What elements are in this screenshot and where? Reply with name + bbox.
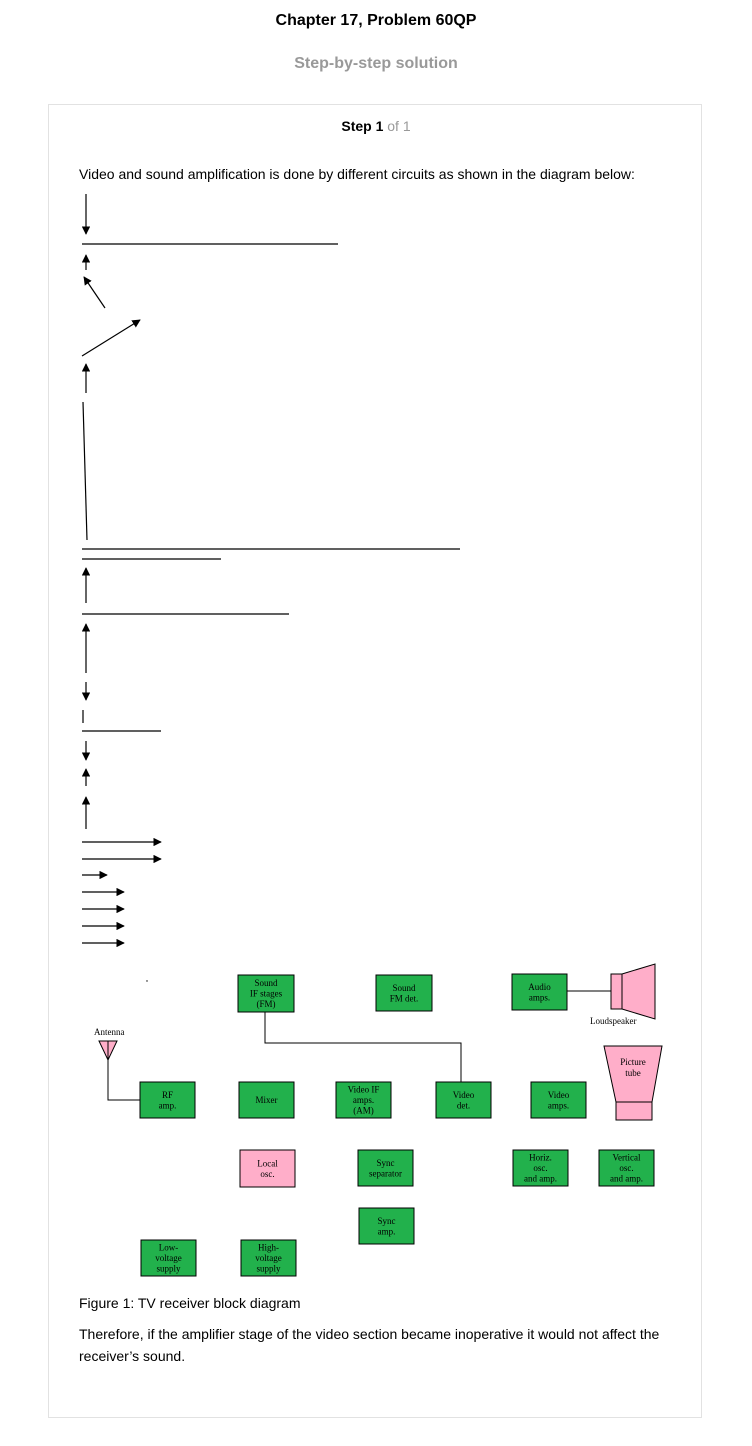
block-label: voltage xyxy=(255,1253,282,1263)
antenna-icon xyxy=(98,1040,118,1062)
block-label: amps. xyxy=(548,1100,569,1110)
block-label: Mixer xyxy=(256,1095,278,1105)
page-title: Chapter 17, Problem 60QP xyxy=(275,12,477,29)
block-label: Sync xyxy=(377,1158,395,1168)
antenna-rf-link xyxy=(107,1060,140,1101)
stray-dot xyxy=(146,980,148,982)
block-horiz-osc: Horiz.osc.and amp. xyxy=(512,1149,569,1187)
picture-tube xyxy=(603,1045,663,1121)
block-label: Sound xyxy=(254,978,278,988)
block-label: Video xyxy=(453,1090,475,1100)
step-label: Step 1 xyxy=(341,118,384,134)
block-label: Low- xyxy=(159,1243,179,1253)
figure-caption: Figure 1: TV receiver block diagram xyxy=(79,1295,301,1311)
loudspeaker-icon xyxy=(610,963,656,1020)
picture-tube-label: tube xyxy=(625,1068,641,1078)
solution-card xyxy=(48,104,702,1418)
arrow-diag-2 xyxy=(81,319,141,357)
block-label: voltage xyxy=(155,1253,182,1263)
block-label: osc. xyxy=(619,1163,633,1173)
block-label: Sound xyxy=(392,983,416,993)
loudspeaker-label: Loudspeaker xyxy=(590,1016,636,1026)
block-label: det. xyxy=(457,1100,470,1110)
block-label: supply xyxy=(256,1264,281,1274)
intro-text: Video and sound amplification is done by… xyxy=(79,166,635,182)
conclusion-text: Therefore, if the amplifier stage of the… xyxy=(79,1326,660,1364)
step-indicator: Step 1 of 1 xyxy=(0,118,752,134)
block-mixer: Mixer xyxy=(238,1081,295,1119)
arrow-diag-1 xyxy=(83,276,106,309)
antenna-label: Antenna xyxy=(94,1027,125,1037)
block-label: (FM) xyxy=(256,999,275,1009)
block-label: Audio xyxy=(528,982,551,992)
block-label: RF xyxy=(162,1090,173,1100)
block-label: (AM) xyxy=(353,1106,374,1116)
block-label: osc. xyxy=(260,1169,274,1179)
connections xyxy=(107,990,611,1101)
block-label: Horiz. xyxy=(529,1153,552,1163)
block-label: IF stages xyxy=(250,989,283,999)
block-label: amp. xyxy=(159,1100,177,1110)
block-label: amps. xyxy=(529,992,550,1002)
stray-connectors xyxy=(81,194,460,948)
block-label: supply xyxy=(156,1264,181,1274)
block-label: amps. xyxy=(353,1095,374,1105)
block-label: Vertical xyxy=(613,1153,641,1163)
block-label: Video xyxy=(548,1090,570,1100)
line-2 xyxy=(82,401,88,541)
block-label: and amp. xyxy=(610,1174,643,1184)
block-label: amp. xyxy=(378,1226,396,1236)
block-label: separator xyxy=(369,1168,402,1178)
block-label: osc. xyxy=(533,1163,547,1173)
block-label: Local xyxy=(257,1158,278,1168)
block-label: Sync xyxy=(378,1216,396,1226)
picture-tube-label: Picture xyxy=(620,1057,646,1067)
block-label: and amp. xyxy=(524,1174,557,1184)
solution-heading: Step-by-step solution xyxy=(294,55,458,72)
block-label: Video IF xyxy=(348,1085,380,1095)
step-of: of 1 xyxy=(387,118,411,134)
block-label: FM det. xyxy=(390,993,419,1003)
block-label: High- xyxy=(258,1243,279,1253)
sound-video-link xyxy=(264,1012,462,1082)
